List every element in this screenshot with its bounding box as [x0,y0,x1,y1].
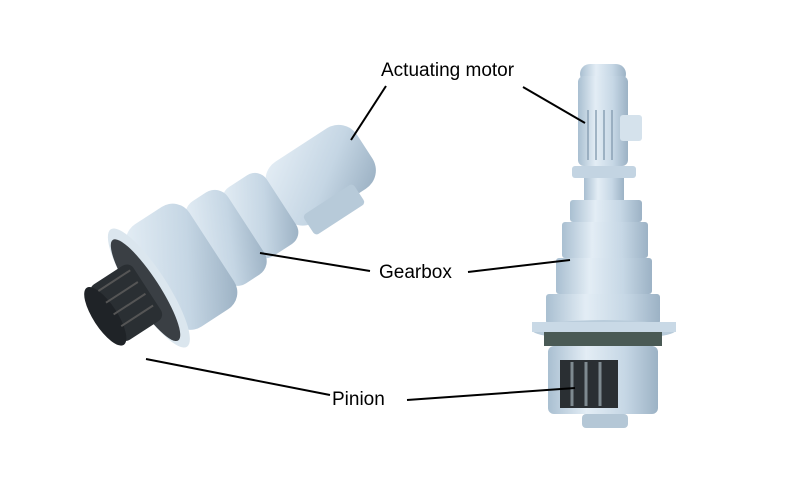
leader-gearbox-right [467,259,571,273]
label-pinion: Pinion [332,389,385,410]
leader-motor-right [522,86,586,124]
label-actuating-motor: Actuating motor [381,60,515,81]
leader-pinion-left [145,358,331,396]
leader-lines [145,85,586,401]
leader-gearbox-left [259,252,371,272]
left-drive-unit [84,124,376,348]
right-drive-unit [532,64,676,428]
label-gearbox: Gearbox [379,262,452,283]
leader-pinion-right [406,387,576,401]
leader-motor-left [350,85,387,141]
